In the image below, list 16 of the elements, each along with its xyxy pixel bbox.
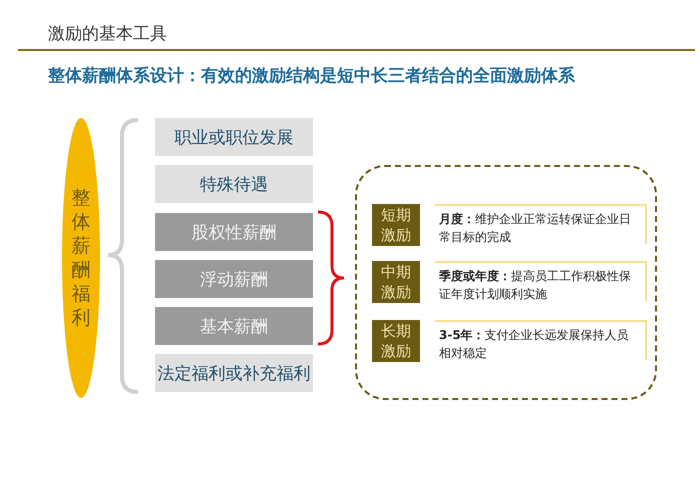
dashed-frame bbox=[355, 165, 657, 400]
oval-badge: 整体薪酬福利 bbox=[62, 118, 100, 398]
term-label: 长期激励 bbox=[372, 320, 420, 362]
subtitle: 整体薪酬体系设计：有效的激励结构是短中长三者结合的全面激励体系 bbox=[48, 65, 575, 87]
category-bar: 基本薪酬 bbox=[155, 307, 313, 345]
description-card: 季度或年度：提高员工工作积极性保证年度计划顺利实施 bbox=[435, 261, 647, 301]
description-card: 月度：维护企业正常运转保证企业日常目标的完成 bbox=[435, 204, 647, 244]
page-title: 激励的基本工具 bbox=[48, 23, 167, 45]
category-bar: 职业或职位发展 bbox=[155, 118, 313, 156]
term-label: 中期激励 bbox=[372, 261, 420, 303]
category-bar: 特殊待遇 bbox=[155, 165, 313, 203]
category-bar: 股权性薪酬 bbox=[155, 213, 313, 251]
description-card: 3-5年：支付企业长远发展保持人员相对稳定 bbox=[435, 320, 647, 360]
category-bar: 法定福利或补充福利 bbox=[155, 354, 313, 392]
term-label: 短期激励 bbox=[372, 204, 420, 246]
category-bar: 浮动薪酬 bbox=[155, 260, 313, 298]
